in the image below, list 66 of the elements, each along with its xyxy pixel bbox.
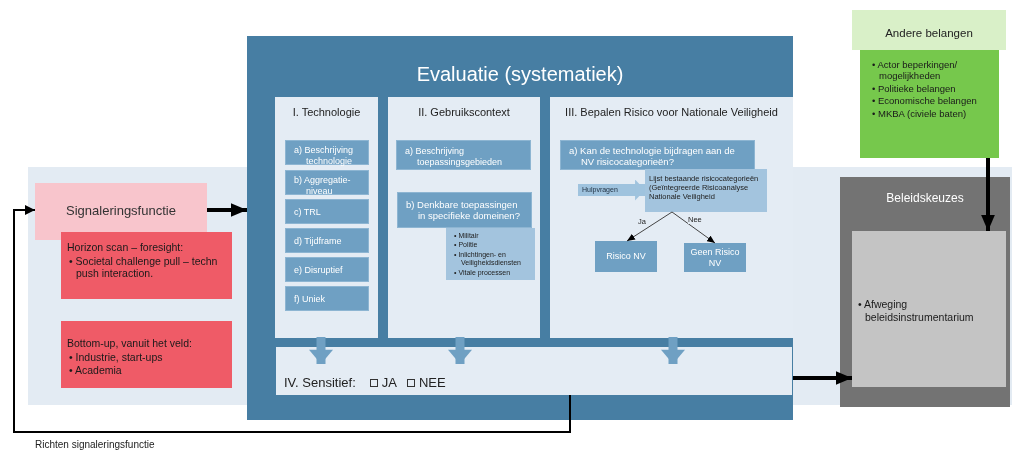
process-box (560, 140, 755, 170)
box-heading: Horizon scan – foresight: (67, 241, 185, 254)
process-box (852, 231, 1006, 387)
bullet-item: • Politieke belangen (871, 82, 957, 95)
block-arrow (448, 337, 472, 364)
box-text: a) Kan de technologie bijdragen aan de NV risicocategorieën? (568, 145, 736, 168)
column-heading: I. Technologie (291, 106, 362, 120)
panel-title: Evaluatie (systematiek) (415, 62, 625, 86)
arrow (793, 371, 852, 385)
list-box (860, 50, 999, 158)
bullet-item: • MKBA (civiele baten) (871, 107, 968, 119)
column-heading: II. Gebruikscontext (417, 106, 511, 120)
evaluation-panel (247, 36, 793, 420)
process-box (595, 241, 657, 272)
process-box (285, 170, 369, 195)
process-box (397, 192, 532, 228)
block-arrow (661, 337, 685, 364)
process-box (396, 140, 531, 170)
box-text: Signaleringsfunctie (65, 203, 177, 219)
box-text: Andere belangen (884, 27, 974, 41)
panel (840, 177, 1010, 407)
box-text: c) TRL (293, 207, 322, 218)
box-text: b) Aggregatie-niveau (293, 175, 352, 197)
arrow (207, 203, 247, 217)
column-heading: III. Bepalen Risico voor Nationale Veiligheid (564, 106, 779, 120)
box-text: a) Beschrijving technologie (293, 145, 355, 167)
block-arrow (578, 179, 645, 201)
box-text: e) Disruptief (293, 265, 344, 276)
arrow (671, 211, 716, 244)
box-text: IV. Sensitief: (284, 375, 356, 391)
process-box (684, 243, 746, 272)
bullet-item: • Academia (68, 364, 123, 377)
box-text: Risico NV (605, 251, 647, 262)
bullet-item: • Afweging beleidsinstrumentarium (857, 298, 975, 324)
column-panel (275, 97, 378, 338)
bullet-item: • Industrie, start-ups (68, 350, 164, 364)
process-box (61, 232, 232, 299)
arrow (13, 205, 571, 433)
process-box (852, 10, 1006, 50)
bullet-item: • Societal challenge pull – techn push interaction. (68, 254, 219, 280)
list-box (446, 228, 535, 280)
box-text: f) Uniek (293, 294, 326, 305)
process-box (285, 257, 369, 282)
result-panel (276, 347, 792, 395)
process-box (285, 199, 369, 224)
box-text: Geen Risico NV (689, 247, 741, 269)
arrow (981, 158, 995, 231)
column-panel (388, 97, 540, 338)
bullet-item: • Economische belangen (871, 95, 978, 107)
panel-title: Beleidskeuzes (885, 191, 965, 206)
block-arrow (309, 337, 333, 364)
process-box (61, 321, 232, 388)
checkbox-label: NEE (418, 375, 446, 390)
box-heading: Bottom-up, vanuit het veld: (67, 337, 193, 350)
arrow (626, 211, 673, 242)
box-text: a) Beschrijving toepassingsgebieden (404, 146, 504, 168)
process-box (285, 228, 369, 253)
box-text: d) Tijdframe (293, 236, 343, 247)
process-box (285, 286, 369, 311)
box-text: b) Denkbare toepassingen in specifieke domeinen? (405, 199, 521, 222)
column-panel (550, 97, 793, 338)
process-box (285, 140, 369, 165)
process-box (645, 169, 767, 212)
edge-label: Richten signaleringsfunctie (35, 439, 155, 450)
bullet-item: • Actor beperkingen/ mogelijkheden (871, 59, 959, 82)
checkbox-label: JA (381, 375, 397, 390)
